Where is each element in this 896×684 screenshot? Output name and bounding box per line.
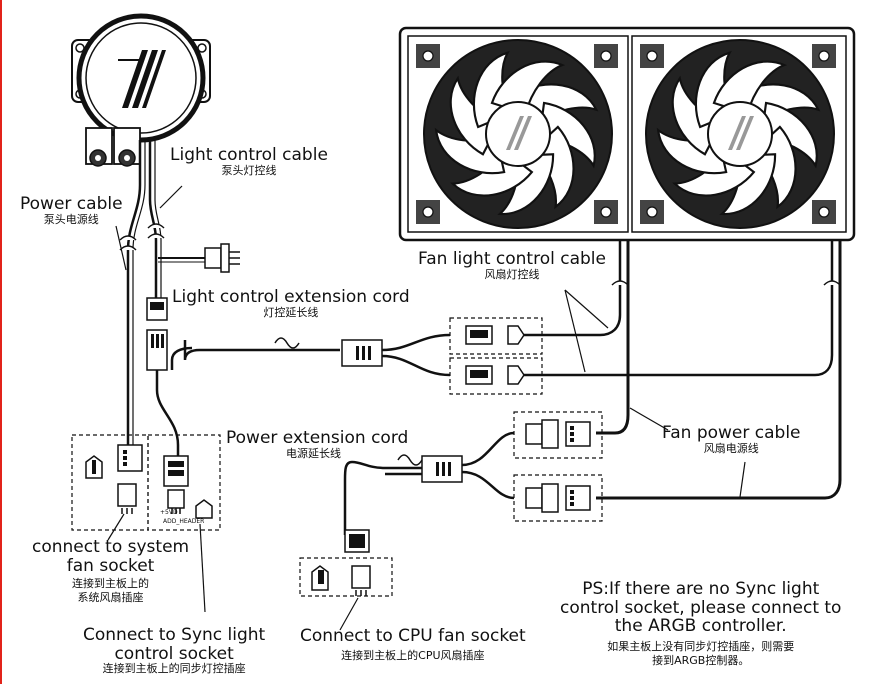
fan-light-cable-zh: 风扇灯控线 xyxy=(484,267,540,281)
fan-power-cable-zh: 风扇电源线 xyxy=(703,441,759,455)
ps-note-en-1: PS:If there are no Sync light xyxy=(582,579,820,599)
ps-note: PS:If there are no Sync light control so… xyxy=(560,580,841,667)
fan-power-cable-en: Fan power cable xyxy=(662,423,801,443)
ps-note-zh-1: 如果主板上没有同步灯控插座，则需要 xyxy=(607,640,795,654)
sync-socket-label: Connect to Sync light control socket 连接到… xyxy=(83,626,265,675)
power-extension-label: Power extension cord 电源延长线 xyxy=(226,429,408,460)
system-fan-zh-2: 系统风扇插座 xyxy=(77,591,144,605)
ps-note-en-3: the ARGB controller. xyxy=(614,616,787,637)
pin-label-add-header: ADD_HEADER xyxy=(163,518,205,525)
fan-light-cable-en: Fan light control cable xyxy=(418,249,606,269)
sync-socket-zh: 连接到主板上的同步灯控插座 xyxy=(102,662,246,676)
pin-label-5v: +5VD xyxy=(160,509,178,516)
pump-light-cable xyxy=(148,140,162,300)
fan-light-cables xyxy=(524,240,834,377)
cpu-fan-socket-box xyxy=(299,557,393,631)
sync-socket-en-1: Connect to Sync light xyxy=(83,625,266,645)
pump-logo-icon xyxy=(118,50,166,108)
light-control-cable-zh: 泵头灯控线 xyxy=(221,163,277,177)
left-border-line xyxy=(0,0,2,684)
light-splitter xyxy=(341,333,451,377)
cpu-fan-zh: 连接到主板上的CPU风扇插座 xyxy=(341,648,485,662)
cpu-fan-socket-label: Connect to CPU fan socket 连接到主板上的CPU风扇插座 xyxy=(300,627,526,662)
power-cable-label: Power cable 泵头电源线 xyxy=(20,195,123,226)
cpu-fan-en: Connect to CPU fan socket xyxy=(300,626,526,646)
power-cable-zh: 泵头电源线 xyxy=(43,212,99,226)
aux-connector xyxy=(204,243,240,273)
pump-head xyxy=(71,13,211,167)
fan-power-connectors xyxy=(513,411,603,522)
fan-power-cables xyxy=(596,240,842,500)
sync-socket-en-2: control socket xyxy=(114,643,234,664)
fan-power-cable-label: Fan power cable 风扇电源线 xyxy=(662,424,801,455)
sync-socket-box xyxy=(147,434,221,613)
power-splitter xyxy=(343,431,515,553)
light-control-cable-en: Light control cable xyxy=(170,145,328,165)
system-fan-socket-label: connect to system fan socket 连接到主板上的 系统风… xyxy=(32,538,189,605)
light-extension-en: Light control extension cord xyxy=(172,287,410,307)
light-control-cable-label: Light control cable 泵头灯控线 xyxy=(170,146,328,177)
radiator-with-fans xyxy=(398,26,856,242)
light-extension-cable xyxy=(155,340,340,460)
power-cable-en: Power cable xyxy=(20,194,123,214)
fan-light-cable-label: Fan light control cable 风扇灯控线 xyxy=(418,250,606,281)
light-extension-zh: 灯控延长线 xyxy=(263,305,319,319)
power-extension-zh: 电源延长线 xyxy=(286,446,341,460)
pump-power-cable xyxy=(126,140,146,445)
light-extension-label: Light control extension cord 灯控延长线 xyxy=(172,288,410,319)
system-fan-zh-1: 连接到主板上的 xyxy=(72,577,150,591)
system-fan-socket-box xyxy=(71,434,149,541)
fan-light-connectors xyxy=(449,317,543,395)
power-extension-en: Power extension cord xyxy=(226,428,409,448)
ps-note-zh-2: 接到ARGB控制器。 xyxy=(652,654,750,668)
system-fan-en-2: fan socket xyxy=(66,555,155,576)
leader-lines xyxy=(115,185,746,498)
system-fan-en-1: connect to system xyxy=(32,537,190,557)
light-control-connector xyxy=(146,297,168,371)
ps-note-en-2: control socket, please connect to xyxy=(560,597,842,618)
